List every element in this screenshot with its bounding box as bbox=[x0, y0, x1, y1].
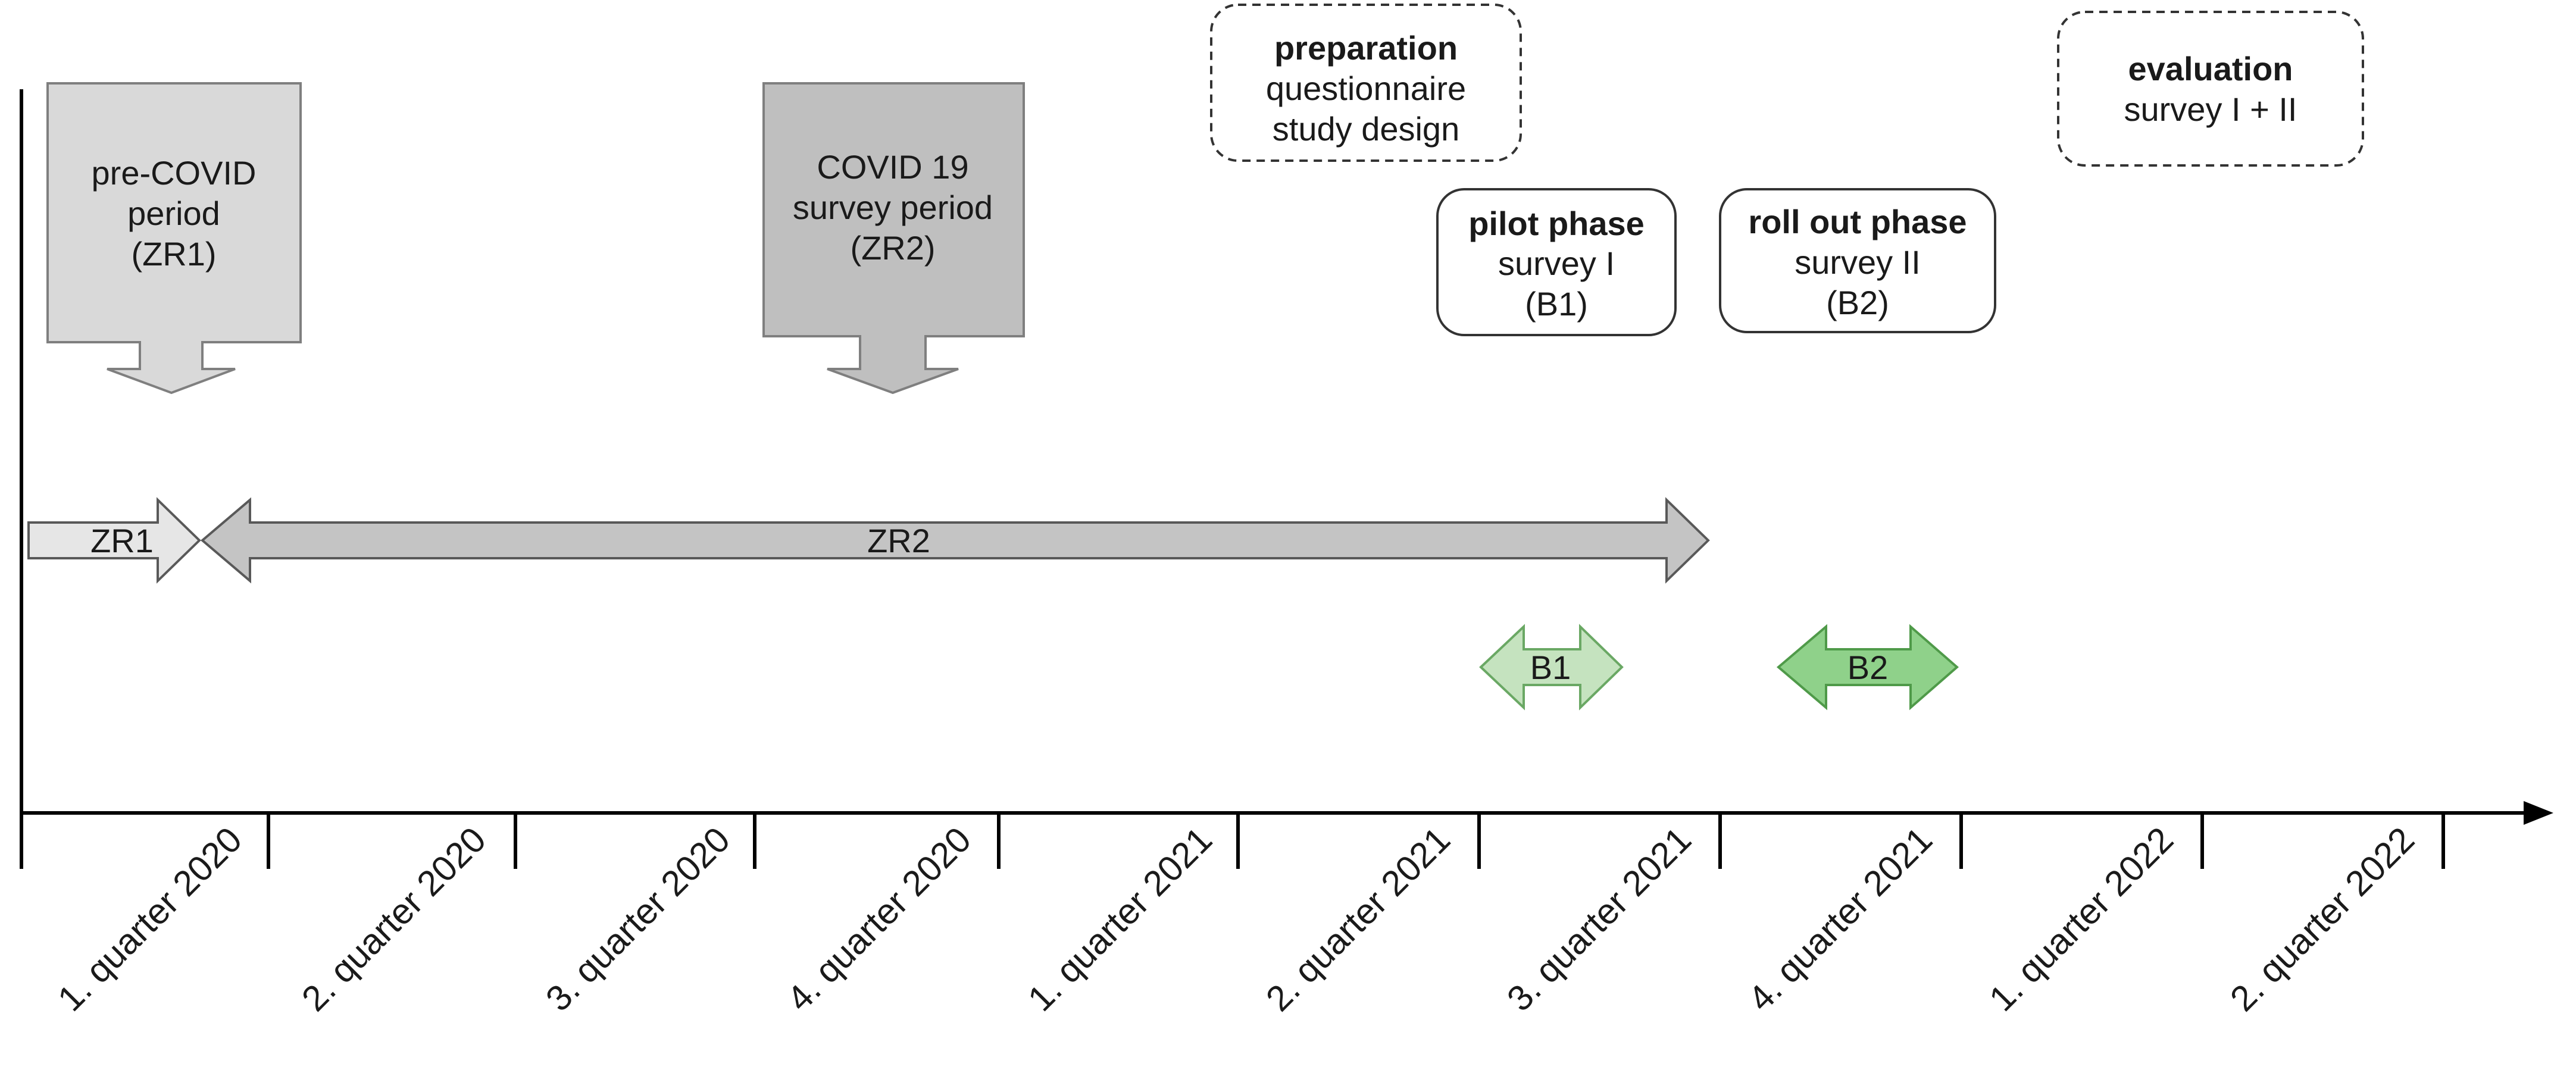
period-box-zr1: pre-COVID period (ZR1) bbox=[46, 82, 302, 395]
phase-box-rollout-frame bbox=[1719, 188, 1996, 333]
quarter-label: 1. quarter 2020 bbox=[50, 819, 249, 1019]
period-box-zr2-shape bbox=[762, 82, 1025, 395]
phase-box-preparation-title: preparation bbox=[1274, 29, 1458, 67]
quarter-labels: 1. quarter 2020 2. quarter 2020 3. quart… bbox=[50, 819, 2422, 1019]
quarter-label: 2. quarter 2022 bbox=[2222, 819, 2422, 1019]
arrow-b2: B2 bbox=[1776, 624, 1959, 711]
phase-box-pilot-title: pilot phase bbox=[1468, 205, 1645, 242]
period-box-zr2-line2: survey period bbox=[793, 189, 993, 226]
phase-box-preparation-frame bbox=[1210, 4, 1522, 162]
phase-box-evaluation: evaluation survey I + II bbox=[2057, 11, 2364, 167]
arrow-zr1: ZR1 bbox=[27, 497, 201, 584]
arrow-b1: B1 bbox=[1479, 624, 1624, 711]
arrow-b1-shape bbox=[1479, 624, 1624, 711]
arrow-zr1-shape bbox=[27, 497, 201, 584]
phase-box-pilot: pilot phase survey I (B1) bbox=[1436, 188, 1677, 336]
phase-box-rollout-line2: (B2) bbox=[1826, 284, 1889, 321]
phase-box-evaluation-title: evaluation bbox=[2128, 50, 2293, 87]
phase-box-rollout: roll out phase survey II (B2) bbox=[1719, 188, 1996, 333]
quarter-ticks bbox=[20, 813, 2445, 869]
arrow-zr2: ZR2 bbox=[200, 497, 1710, 584]
quarter-label: 3. quarter 2020 bbox=[538, 819, 737, 1019]
phase-box-evaluation-line1: survey I + II bbox=[2124, 90, 2297, 128]
phase-box-preparation: preparation questionnaire study design bbox=[1210, 4, 1522, 162]
period-box-zr1-line3: (ZR1) bbox=[131, 235, 216, 273]
phase-box-rollout-line1: survey II bbox=[1795, 243, 1921, 281]
phase-box-preparation-line1: questionnaire bbox=[1266, 70, 1466, 107]
period-box-zr2-line3: (ZR2) bbox=[850, 229, 935, 267]
quarter-label: 4. quarter 2020 bbox=[779, 819, 978, 1019]
arrow-zr1-label: ZR1 bbox=[90, 522, 154, 559]
phase-box-rollout-title: roll out phase bbox=[1748, 203, 1967, 240]
phase-box-pilot-line2: (B1) bbox=[1525, 285, 1588, 323]
period-box-zr1-shape bbox=[46, 82, 302, 395]
period-box-zr2: COVID 19 survey period (ZR2) bbox=[762, 82, 1025, 395]
axis-arrowhead bbox=[2524, 801, 2553, 825]
arrow-b2-shape bbox=[1776, 624, 1959, 711]
arrow-b2-label: B2 bbox=[1847, 649, 1889, 686]
arrow-zr2-label: ZR2 bbox=[867, 522, 930, 559]
quarter-label: 2. quarter 2021 bbox=[1258, 819, 1458, 1019]
period-box-zr1-line2: period bbox=[127, 195, 220, 232]
phase-box-evaluation-frame bbox=[2057, 11, 2364, 167]
quarter-label: 3. quarter 2021 bbox=[1499, 819, 1699, 1019]
period-box-zr1-line1: pre-COVID bbox=[92, 154, 257, 192]
phase-box-preparation-line2: study design bbox=[1273, 110, 1459, 148]
quarter-label: 2. quarter 2020 bbox=[294, 819, 493, 1019]
phase-box-pilot-line1: survey I bbox=[1498, 245, 1615, 282]
quarter-label: 1. quarter 2021 bbox=[1020, 819, 1220, 1019]
arrow-zr2-shape bbox=[200, 497, 1710, 584]
arrow-b1-label: B1 bbox=[1530, 649, 1571, 686]
period-box-zr2-line1: COVID 19 bbox=[817, 148, 968, 186]
quarter-label: 4. quarter 2021 bbox=[1740, 819, 1940, 1019]
phase-box-pilot-frame bbox=[1436, 188, 1677, 336]
quarter-label: 1. quarter 2022 bbox=[1981, 819, 2181, 1019]
